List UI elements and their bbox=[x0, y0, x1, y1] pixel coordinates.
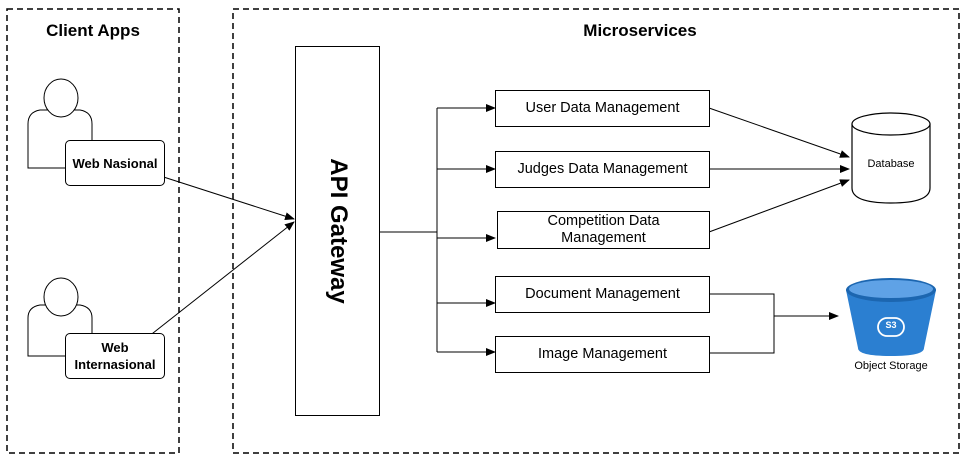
client-apps-group bbox=[6, 8, 180, 454]
microservices-group bbox=[232, 8, 960, 454]
connector-competition-data-database bbox=[708, 179, 850, 233]
judges-data-management-service[interactable]: Judges Data Management bbox=[495, 151, 710, 188]
object-storage-label: Object Storage bbox=[854, 360, 928, 372]
s3-badge-label: S3 bbox=[885, 320, 897, 330]
user-data-management-service[interactable]: User Data Management bbox=[495, 90, 710, 127]
api-gateway[interactable]: API Gateway bbox=[295, 46, 380, 416]
microservices-title: Microservices bbox=[583, 21, 697, 40]
connector-web-nasional-gateway bbox=[147, 171, 295, 221]
database-icon bbox=[851, 112, 931, 204]
image-management-service[interactable]: Image Management bbox=[495, 336, 710, 373]
document-management-service[interactable]: Document Management bbox=[495, 276, 710, 313]
connector-document-storage bbox=[709, 293, 775, 316]
connector-image-storage bbox=[709, 316, 775, 354]
web-nasional-client[interactable]: Web Nasional bbox=[65, 140, 165, 186]
connector-web-internasional-gateway bbox=[147, 221, 295, 338]
connector-user-data-database bbox=[708, 107, 850, 158]
web-internasional-client[interactable]: Web Internasional bbox=[65, 333, 165, 379]
api-gateway-label: API Gateway bbox=[324, 158, 352, 304]
client-apps-title: Client Apps bbox=[46, 21, 140, 40]
database-label: Database bbox=[867, 158, 915, 170]
s3-bucket-icon bbox=[846, 278, 936, 356]
competition-data-management-service[interactable]: Competition Data Management bbox=[497, 211, 710, 249]
